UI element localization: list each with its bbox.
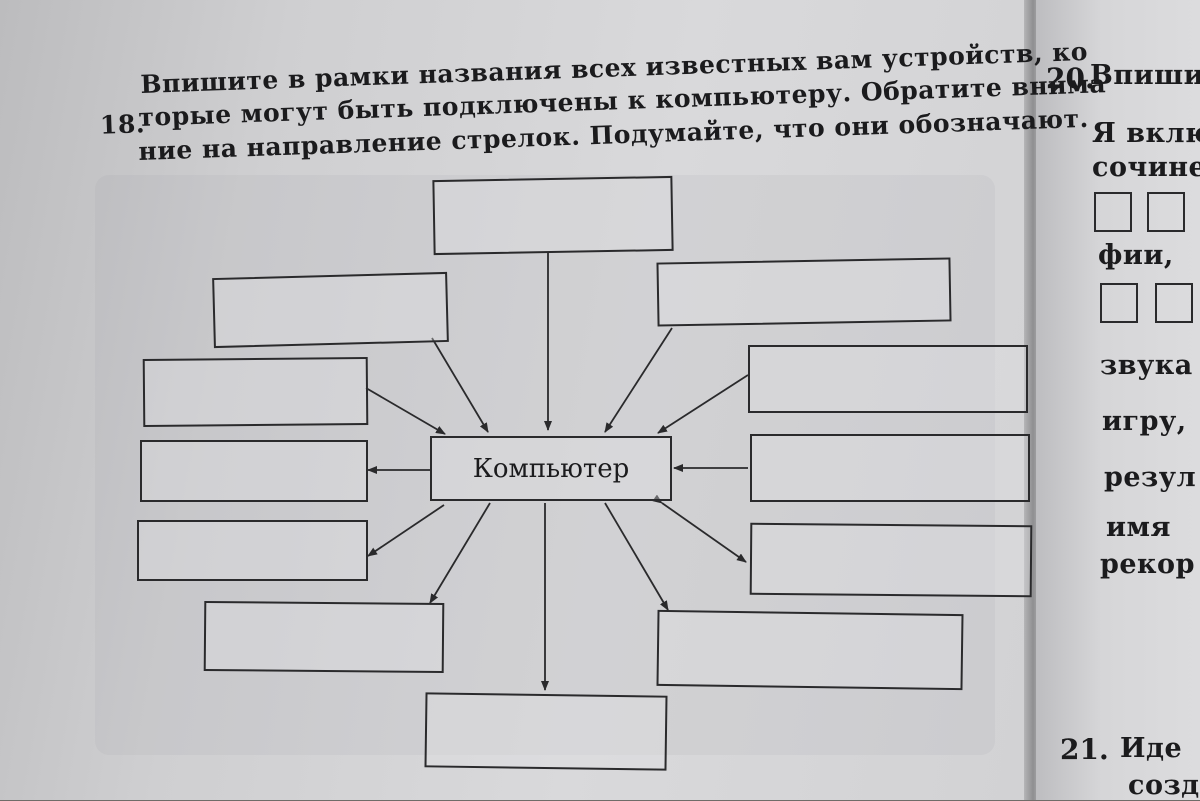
right-line-8: рекор [1100,549,1195,580]
right-line-6: резул [1104,462,1197,493]
right-line-5: игру, [1102,406,1187,437]
right-page [1036,0,1200,800]
task21-line: созд [1128,770,1200,801]
answer-box-right-2[interactable] [750,434,1030,502]
answer-box-top[interactable] [432,175,674,256]
right-line-4: звука [1100,350,1193,381]
task20-number: 20. [1046,62,1095,95]
arrow-right3-bidirectional [652,494,747,563]
arrow-right1-to-computer [657,374,749,434]
arrow-upper-right-to-computer [604,327,673,433]
arrow-upper-left-to-computer [431,337,489,433]
task21-title: Иде [1120,733,1183,764]
right-line-2: сочине [1092,152,1200,183]
answer-box-left-1[interactable] [142,357,369,427]
answer-box-bottom[interactable] [424,692,668,771]
task21-number: 21. [1060,733,1109,766]
computer-node: Компьютер [430,436,672,501]
right-line-1: Я вклю [1092,118,1200,149]
answer-box-lower-right[interactable] [656,609,964,691]
answer-square[interactable] [1147,192,1185,232]
arrow-left1-to-computer [365,387,446,435]
arrow-computer-to-left3 [367,504,445,557]
right-line-3: фии, [1098,240,1174,271]
arrow-computer-to-lower-right [604,502,669,611]
answer-box-upper-right[interactable] [656,257,952,327]
answer-box-left-2[interactable] [140,440,368,502]
left-page [0,0,1030,800]
answer-square[interactable] [1100,283,1138,323]
answer-box-left-3[interactable] [137,520,368,581]
arrow-computer-to-lower-left [429,502,491,604]
answer-box-upper-left[interactable] [212,271,449,349]
computer-label: Компьютер [472,453,630,484]
answer-square[interactable] [1155,283,1193,323]
answer-box-right-1[interactable] [748,345,1028,413]
right-line-7: имя [1106,512,1171,543]
answer-square[interactable] [1094,192,1132,232]
answer-box-right-3[interactable] [749,522,1033,598]
task20-title: Впиши [1090,60,1200,91]
answer-box-lower-left[interactable] [203,600,445,674]
